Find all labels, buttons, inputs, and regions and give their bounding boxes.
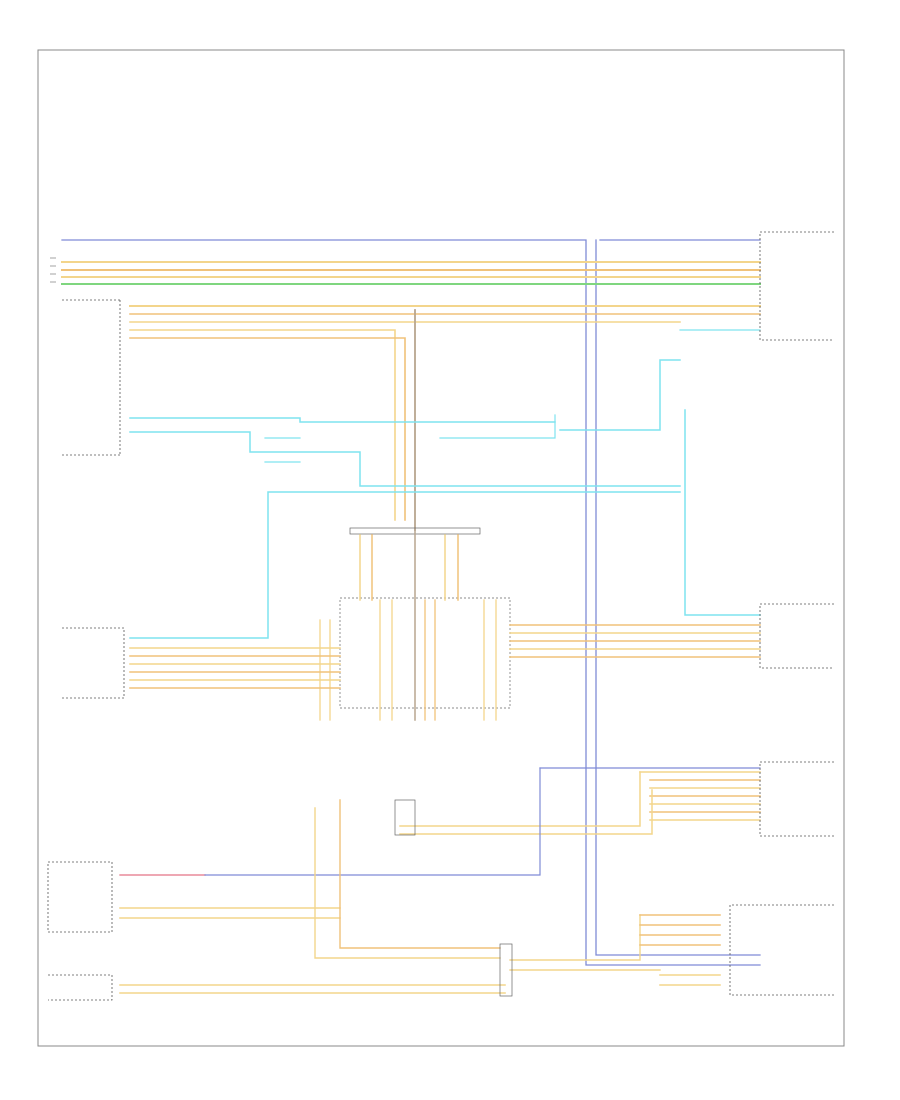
center-yellow-bundle — [319, 529, 497, 721]
diagram-frame — [37, 49, 845, 1047]
wire-blue-top — [61, 239, 761, 966]
bottom-splice — [394, 799, 513, 997]
radio-instrument-module — [759, 603, 834, 669]
electronic-brake-module — [47, 861, 113, 1001]
wire-yellow-mid-5 — [129, 337, 406, 521]
top-bus-wires — [61, 239, 761, 966]
transmission-control-module — [759, 761, 834, 837]
transmission-wires — [399, 767, 761, 835]
wire-yellow-mid-4 — [129, 329, 396, 521]
body-control-module — [759, 231, 834, 341]
cyan-sensor-wires — [129, 329, 761, 639]
wire-blue-right-drop — [595, 239, 761, 956]
left-connector-ticks — [50, 257, 56, 283]
right-mid-wires — [509, 624, 761, 658]
fuel-pump-wires — [129, 647, 341, 689]
lower-left-wires — [119, 767, 721, 994]
fuel-pump-control-module — [62, 627, 125, 699]
automatic-transmission-module — [729, 904, 834, 996]
engine-control-module — [62, 299, 121, 456]
